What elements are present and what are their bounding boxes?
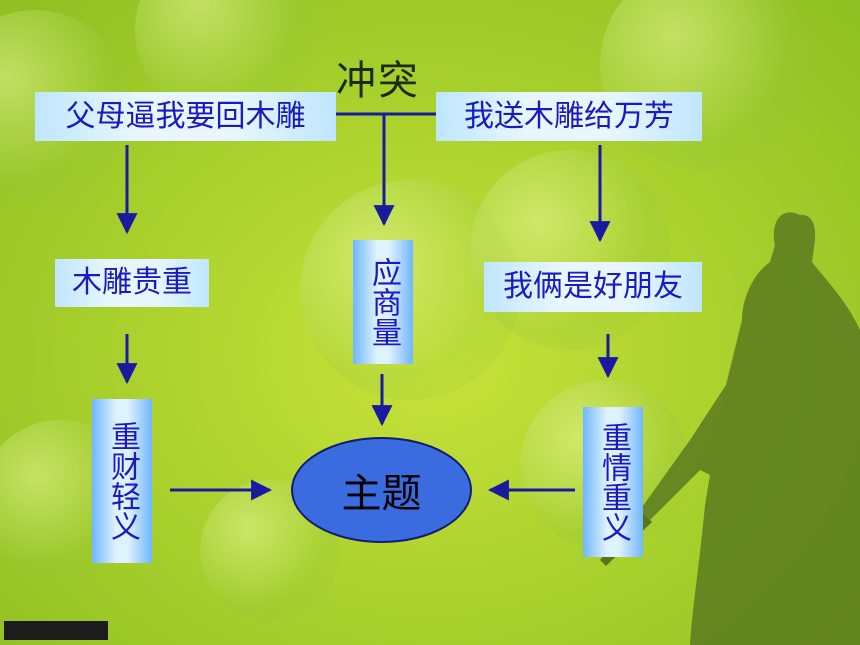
box-parents-demand: 父母逼我要回木雕 — [35, 92, 336, 141]
box-good-friends: 我俩是好朋友 — [484, 262, 702, 312]
box-value-wealth: 重财轻义 — [92, 399, 152, 563]
box-should-discuss: 应商量 — [353, 240, 413, 364]
box-value-friendship: 重情重义 — [583, 407, 643, 557]
decorative-bubble — [470, 150, 670, 350]
decorative-bubble — [600, 0, 810, 170]
box-gift-carving: 我送木雕给万芳 — [436, 92, 702, 141]
black-bar — [4, 621, 108, 640]
box-carving-precious: 木雕贵重 — [55, 259, 209, 307]
conflict-title: 冲突 — [336, 58, 420, 104]
theme-ellipse: 主题 — [291, 437, 472, 543]
